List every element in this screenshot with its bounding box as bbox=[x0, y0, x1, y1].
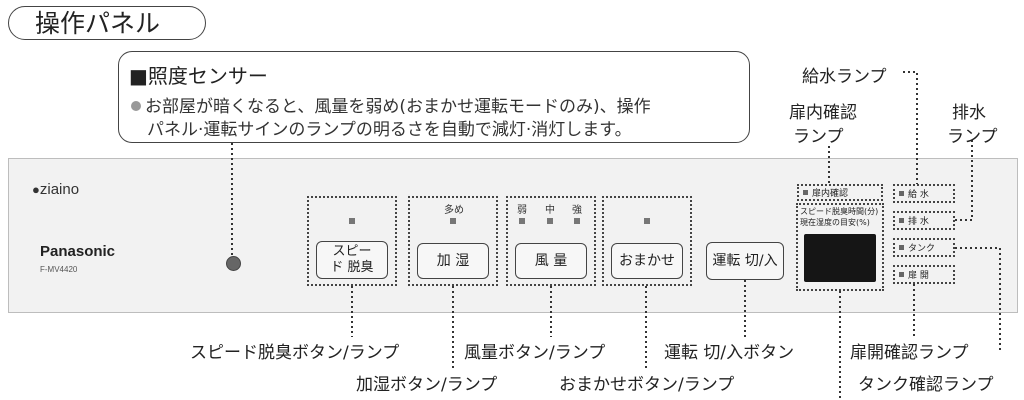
airflow-lamp-low bbox=[519, 218, 525, 224]
airflow-lamp-label-low: 弱 bbox=[517, 205, 527, 216]
drain-lamp-indicator bbox=[899, 218, 904, 223]
sensor-callout-line1-text: お部屋が暗くなると、風量を弱め(おまかせ運転モードのみ)、操作 bbox=[145, 97, 651, 117]
drain-callout-1: 排水 bbox=[952, 103, 986, 123]
tank-callout: タンク確認ランプ bbox=[858, 375, 994, 395]
sensor-callout-heading: ■照度センサー bbox=[129, 64, 268, 88]
airflow-lamp-label-high: 強 bbox=[572, 205, 582, 216]
tank-lamp: タンク bbox=[893, 238, 955, 257]
door-open-lamp-label: 扉 開 bbox=[908, 271, 929, 281]
power-callout: 運転 切/入ボタン bbox=[664, 343, 795, 363]
display-group bbox=[796, 203, 884, 291]
door-inner-callout-1: 扉内確認 bbox=[789, 103, 857, 123]
water-supply-lamp: 給 水 bbox=[893, 184, 955, 203]
model-number: F-MV4420 bbox=[40, 265, 78, 274]
humidify-lamp bbox=[450, 218, 456, 224]
speed-deodorize-group bbox=[307, 196, 397, 286]
airflow-lamp-label-mid: 中 bbox=[545, 205, 555, 216]
sensor-callout-line2: パネル·運転サインのランプの明るさを自動で減灯·消灯します。 bbox=[147, 120, 632, 140]
airflow-lamp-high bbox=[574, 218, 580, 224]
omakase-button[interactable]: おまかせ bbox=[611, 243, 683, 279]
door-open-lamp-indicator bbox=[899, 272, 904, 277]
humidify-button[interactable]: 加 湿 bbox=[417, 243, 489, 279]
section-title: 操作パネル bbox=[8, 6, 206, 40]
ziaino-mark-icon: ● bbox=[32, 182, 40, 197]
sensor-callout-line1: お部屋が暗くなると、風量を弱め(おまかせ運転モードのみ)、操作 bbox=[131, 92, 651, 117]
humidify-button-label: 加 湿 bbox=[436, 253, 470, 269]
water-supply-lamp-indicator bbox=[899, 191, 904, 196]
speed-deodorize-button[interactable]: スピード 脱臭 bbox=[316, 241, 388, 279]
tank-lamp-label: タンク bbox=[908, 244, 936, 254]
door-inner-lamp-label: 扉内確認 bbox=[812, 189, 849, 199]
omakase-lamp bbox=[644, 218, 650, 224]
omakase-group bbox=[602, 196, 692, 286]
display-caption-line2: 現在湿度の目安(%) bbox=[800, 218, 870, 227]
airflow-group bbox=[506, 196, 596, 286]
airflow-button[interactable]: 風 量 bbox=[515, 243, 587, 279]
omakase-button-label: おまかせ bbox=[619, 253, 675, 269]
tank-leader-line bbox=[955, 247, 1001, 350]
door-open-lamp: 扉 開 bbox=[893, 265, 955, 284]
illuminance-sensor bbox=[226, 256, 241, 271]
airflow-lamp-mid bbox=[547, 218, 553, 224]
sensor-callout-box: ■照度センサー お部屋が暗くなると、風量を弱め(おまかせ運転モードのみ)、操作 … bbox=[118, 51, 750, 143]
airflow-button-label: 風 量 bbox=[534, 253, 568, 269]
drain-callout-2: ランプ bbox=[947, 127, 998, 147]
omakase-callout: おまかせボタン/ランプ bbox=[559, 375, 735, 395]
bullet-icon bbox=[131, 101, 141, 111]
airflow-callout: 風量ボタン/ランプ bbox=[464, 343, 606, 363]
humidify-group bbox=[408, 196, 498, 286]
drain-leader-line bbox=[955, 140, 973, 221]
humidify-callout: 加湿ボタン/ランプ bbox=[356, 375, 498, 395]
power-button-label: 運転 切/入 bbox=[712, 253, 778, 269]
ziaino-logo-text: ziaino bbox=[39, 181, 80, 198]
speed-deodorize-lamp bbox=[349, 218, 355, 224]
humidify-lamp-label: 多め bbox=[444, 205, 464, 216]
display-caption-line1: スピード脱臭時間(分) bbox=[800, 207, 879, 216]
door-inner-callout-2: ランプ bbox=[793, 127, 844, 147]
humidity-timer-display bbox=[804, 234, 876, 282]
tank-lamp-indicator bbox=[899, 245, 904, 250]
speed-callout: スピード脱臭ボタン/ランプ bbox=[190, 343, 400, 363]
water-supply-leader-line bbox=[903, 71, 918, 184]
door-inner-lamp-indicator bbox=[803, 190, 808, 195]
power-button[interactable]: 運転 切/入 bbox=[706, 242, 784, 280]
drain-lamp-label: 排 水 bbox=[908, 217, 929, 227]
ziaino-logo: ●ziaino bbox=[32, 181, 79, 198]
water-supply-callout: 給水ランプ bbox=[802, 67, 887, 87]
water-supply-lamp-label: 給 水 bbox=[908, 190, 929, 200]
panasonic-logo: Panasonic bbox=[40, 243, 116, 260]
drain-lamp: 排 水 bbox=[893, 211, 955, 230]
speed-deodorize-button-label: スピード 脱臭 bbox=[330, 244, 374, 275]
door-inner-lamp: 扉内確認 bbox=[797, 184, 883, 201]
door-open-callout: 扉開確認ランプ bbox=[850, 343, 969, 363]
display-caption: スピード脱臭時間(分) 現在湿度の目安(%) bbox=[800, 206, 878, 228]
